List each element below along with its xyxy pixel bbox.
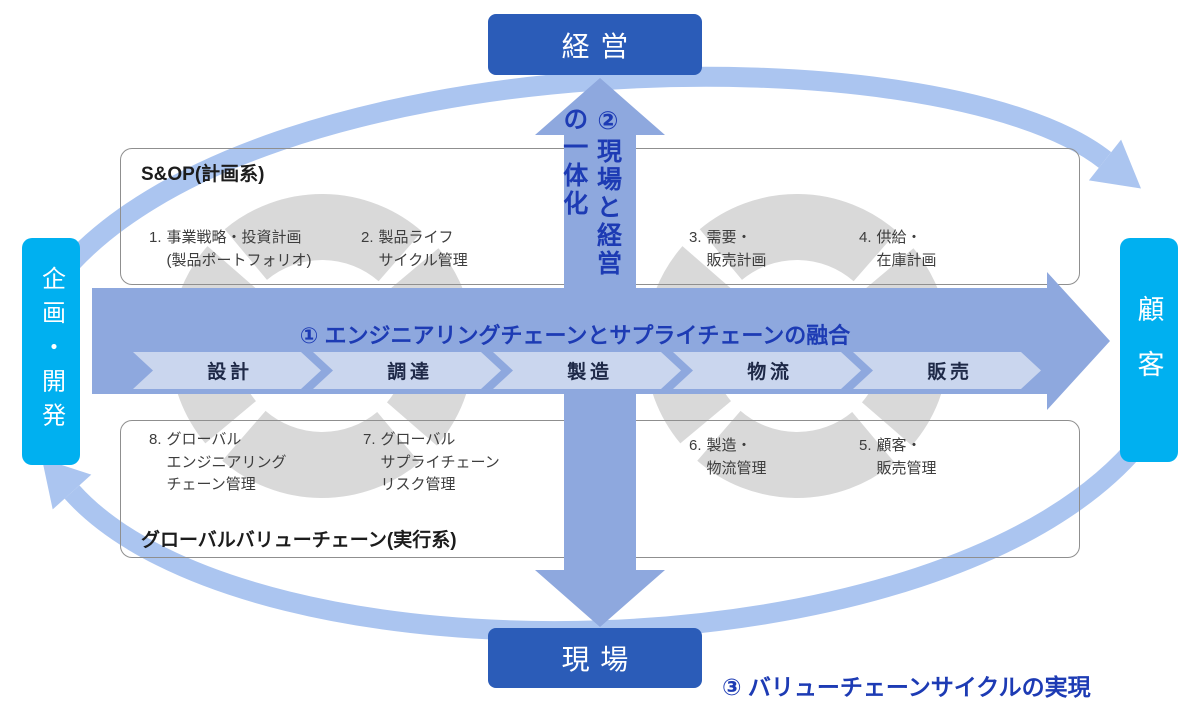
sop-item-3-text: 需要・ 販売計画 [706,229,767,269]
gvc-item-7-text: グローバル サプライチェーン リスク管理 [380,431,500,493]
outer-cycle-top-arc [50,66,1112,285]
process-step-row: 設計 調達 製造 物流 販売 [133,352,1041,389]
gvc-item-7-num: 7. [363,431,376,448]
gvc-item-6-text: 製造・ 物流管理 [706,437,767,477]
sop-box-title: S&OP(計画系) [141,164,265,185]
process-step-5: 販売 [853,352,1041,389]
gvc-item-5-num: 5. [859,437,872,454]
sop-item-4-text: 供給・ 在庫計画 [876,229,937,269]
integration-label: ②現場と経営 の一体化 [559,106,622,278]
sop-item-3: 3. 需要・ 販売計画 [689,227,767,272]
gvc-item-6-num: 6. [689,437,702,454]
gvc-item-8: 8. グローバル エンジニアリング チェーン管理 [149,429,287,497]
gvc-item-5: 5. 顧客・ 販売管理 [859,435,937,480]
gvc-box-title: グローバルバリューチェーン(実行系) [141,530,457,551]
customer-label: 顧客 [1133,294,1164,406]
sop-item-1: 1. 事業戦略・投資計画 (製品ポートフォリオ) [149,227,312,272]
process-cycle-ring-right [645,194,949,499]
gvc-item-7: 7. グローバル サプライチェーン リスク管理 [363,429,500,497]
outer-cycle-arrowhead-left-icon [41,458,92,510]
process-step-1: 設計 [133,352,321,389]
sop-item-2-text: 製品ライフ サイクル管理 [378,229,468,269]
planning-development-badge: 企画・開発 [22,238,80,465]
process-step-3: 製造 [493,352,681,389]
planning-development-label: 企画・開発 [37,266,65,437]
process-step-2: 調達 [313,352,501,389]
sop-item-2: 2. 製品ライフ サイクル管理 [361,227,468,272]
value-chain-cycle-label: ③ バリューチェーンサイクルの実現 [722,674,1091,700]
gvc-item-5-text: 顧客・ 販売管理 [876,437,937,477]
sop-item-1-text: 事業戦略・投資計画 (製品ポートフォリオ) [166,229,312,269]
fusion-title: ① エンジニアリングチェーンとサプライチェーンの融合 [299,323,851,348]
sop-item-2-num: 2. [361,229,374,246]
gvc-item-8-text: グローバル エンジニアリング チェーン管理 [166,431,287,493]
gvc-item-6: 6. 製造・ 物流管理 [689,435,767,480]
process-cycle-ring-left [170,194,474,498]
sop-item-3-num: 3. [689,229,702,246]
field-badge: 現場 [488,628,702,688]
sop-item-4: 4. 供給・ 在庫計画 [859,227,937,272]
process-step-4: 物流 [673,352,861,389]
customer-badge: 顧客 [1120,238,1178,462]
sop-item-1-num: 1. [149,229,162,246]
management-badge: 経営 [488,14,702,75]
sop-item-4-num: 4. [859,229,872,246]
gvc-item-8-num: 8. [149,431,162,448]
outer-cycle-arrowhead-right-icon [1088,139,1141,189]
